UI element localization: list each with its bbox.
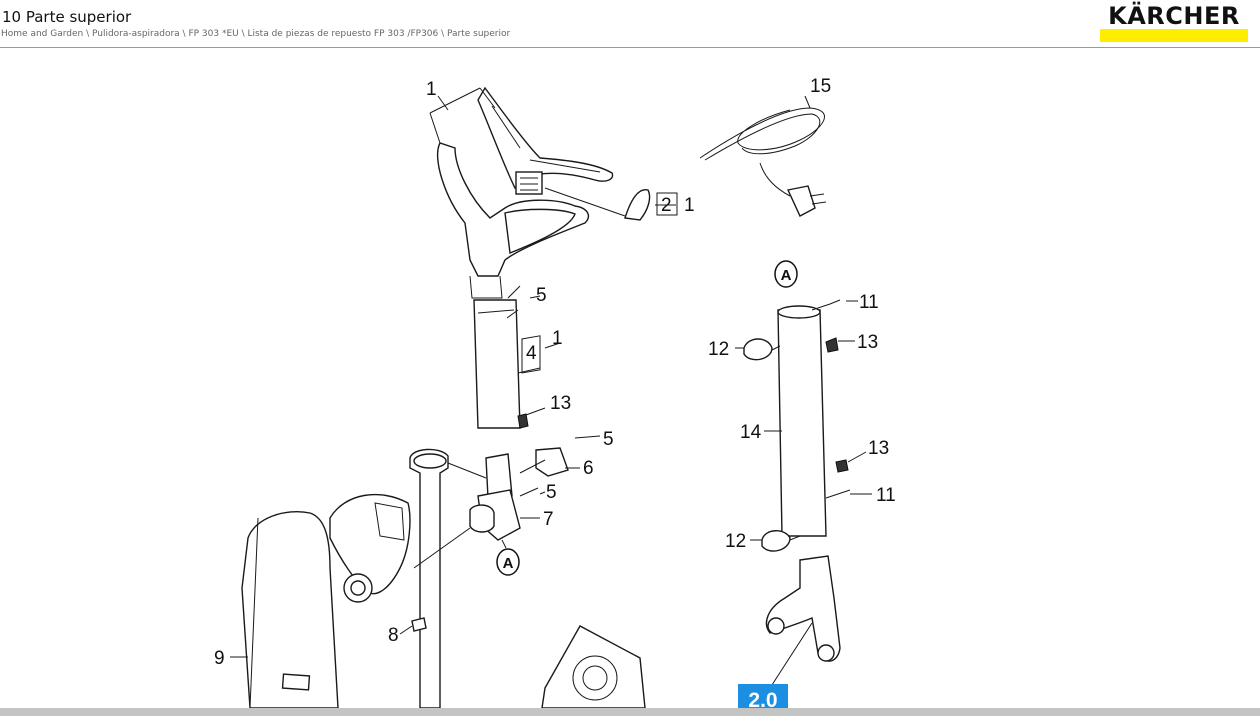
nozzle-joint [765, 555, 841, 689]
callout-5-a[interactable]: 5 [536, 285, 547, 306]
callout-4[interactable]: 4 [526, 343, 537, 364]
switch-part [544, 187, 651, 221]
callout-1-mid[interactable]: 1 [552, 328, 563, 349]
label-part [411, 617, 427, 632]
callout-11-a[interactable]: 11 [859, 292, 879, 313]
callout-1-right[interactable]: 1 [684, 195, 695, 216]
callout-13-c[interactable]: 13 [868, 438, 889, 459]
page-header: 10 Parte superior Home and Garden \ Puli… [0, 0, 1260, 48]
callout-7[interactable]: 7 [543, 509, 554, 530]
logo-wordmark: KÄRCHER [1108, 2, 1240, 30]
callout-13-b[interactable]: 13 [857, 332, 878, 353]
dust-bag [541, 625, 646, 708]
callout-12-a[interactable]: 12 [708, 339, 729, 360]
housing-part [241, 511, 339, 708]
callout-5-b[interactable]: 5 [603, 429, 614, 450]
callout-14[interactable]: 14 [740, 422, 762, 443]
marker-a-right-label: A [781, 267, 792, 284]
callout-12-b[interactable]: 12 [725, 531, 746, 552]
callout-9[interactable]: 9 [214, 648, 225, 669]
karcher-logo[interactable]: KÄRCHER [1099, 2, 1249, 44]
bottom-scroll-bar[interactable] [0, 708, 1260, 716]
logo-yellow-bar [1100, 29, 1248, 42]
callout-1-top[interactable]: 1 [426, 79, 437, 100]
callout-11-b[interactable]: 11 [876, 485, 896, 506]
bracket-part [329, 493, 411, 603]
page-title: 10 Parte superior [2, 8, 132, 26]
header-divider [0, 47, 1260, 48]
connection-marker-a-left: A [496, 548, 520, 576]
callout-box-2 [656, 192, 678, 216]
callout-box-4 [521, 335, 541, 374]
handle-assembly [429, 86, 614, 299]
version-badge-label: 2.0 [748, 689, 777, 708]
connector-pieces [413, 447, 569, 569]
callout-2[interactable]: 2 [661, 195, 672, 216]
connection-marker-a-right: A [774, 260, 798, 288]
main-tube [409, 448, 449, 708]
callout-6[interactable]: 6 [583, 458, 594, 479]
power-cord [699, 107, 827, 217]
upper-tube [473, 285, 529, 429]
breadcrumb[interactable]: Home and Garden \ Pulidora-aspiradora \ … [1, 29, 511, 39]
callout-13-a[interactable]: 13 [550, 393, 571, 414]
callout-5-c[interactable]: 5 [546, 482, 557, 503]
marker-a-left-label: A [503, 555, 514, 572]
callout-15[interactable]: 15 [810, 76, 831, 97]
version-badge[interactable]: 2.0 [738, 684, 788, 708]
lower-tube-assembly [743, 299, 851, 552]
callout-8[interactable]: 8 [388, 625, 399, 646]
exploded-parts-diagram: A A 1 15 2 1 5 4 1 13 5 6 5 7 8 9 11 13 … [214, 76, 896, 708]
